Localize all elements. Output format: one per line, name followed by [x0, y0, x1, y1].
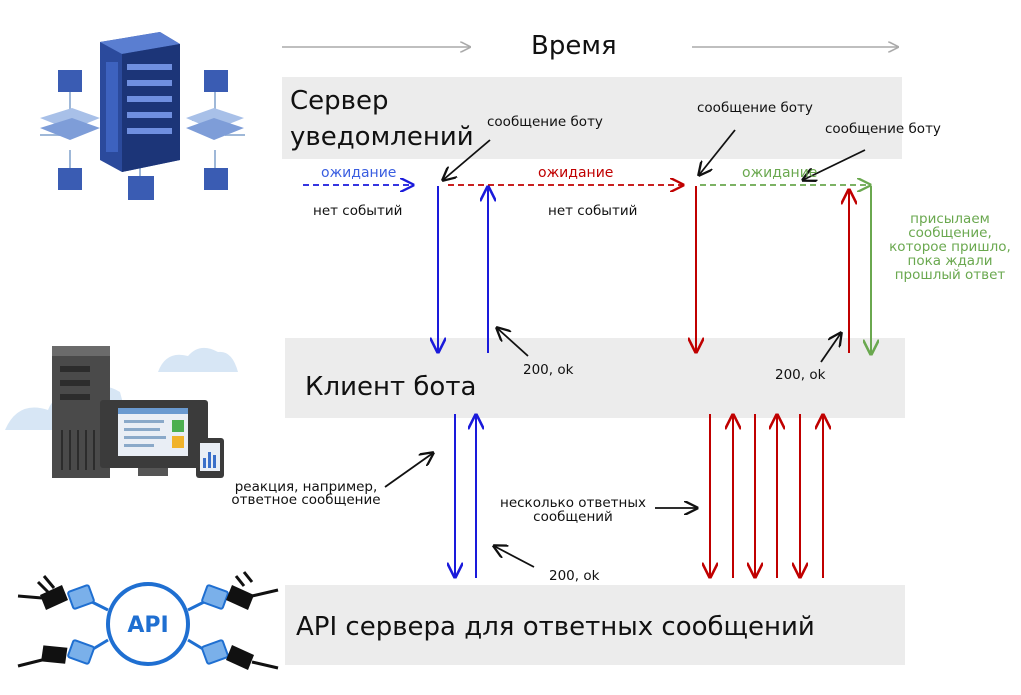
- pointer-message-2: [699, 129, 736, 175]
- ok-label-1: 200, ok: [523, 362, 574, 378]
- pointer-reaction: [384, 453, 433, 488]
- pointer-ok-2: [820, 333, 841, 363]
- client-lane: [285, 338, 905, 418]
- wait-label-green: ожидание: [742, 165, 818, 181]
- ok-label-2: 200, ok: [775, 367, 826, 383]
- time-axis-label: Время: [531, 31, 617, 61]
- server-rack-icon: [40, 32, 245, 200]
- client-computer-icon: [5, 346, 238, 478]
- pointer-message-3: [803, 149, 866, 180]
- send-pending-note: присылаем сообщение, которое пришло, пок…: [889, 211, 1011, 283]
- api-plug-icon: API: [17, 571, 279, 670]
- client-lane-title: Клиент бота: [305, 372, 477, 402]
- no-events-label-2: нет событий: [548, 203, 638, 219]
- pointer-ok-3: [494, 546, 535, 568]
- api-lane: [285, 585, 905, 665]
- pointer-message-1: [443, 139, 491, 180]
- ok-label-3: 200, ok: [549, 568, 600, 584]
- server-lane-title: Сервер уведомлений: [290, 86, 474, 152]
- pointer-ok-1: [497, 328, 529, 357]
- wait-label-blue: ожидание: [321, 165, 397, 181]
- message-to-bot-label-2: сообщение боту: [697, 100, 813, 116]
- svg-text:API: API: [127, 613, 168, 638]
- several-replies-label: несколько ответных сообщений: [500, 495, 646, 525]
- no-events-label-1: нет событий: [313, 203, 403, 219]
- reaction-label: реакция, например, ответное сообщение: [231, 479, 381, 508]
- message-to-bot-label-1: сообщение боту: [487, 114, 603, 130]
- server-lane: [282, 77, 902, 159]
- wait-label-red: ожидание: [538, 165, 614, 181]
- message-to-bot-label-3: сообщение боту: [825, 121, 941, 137]
- api-lane-title: API сервера для ответных сообщений: [296, 612, 815, 642]
